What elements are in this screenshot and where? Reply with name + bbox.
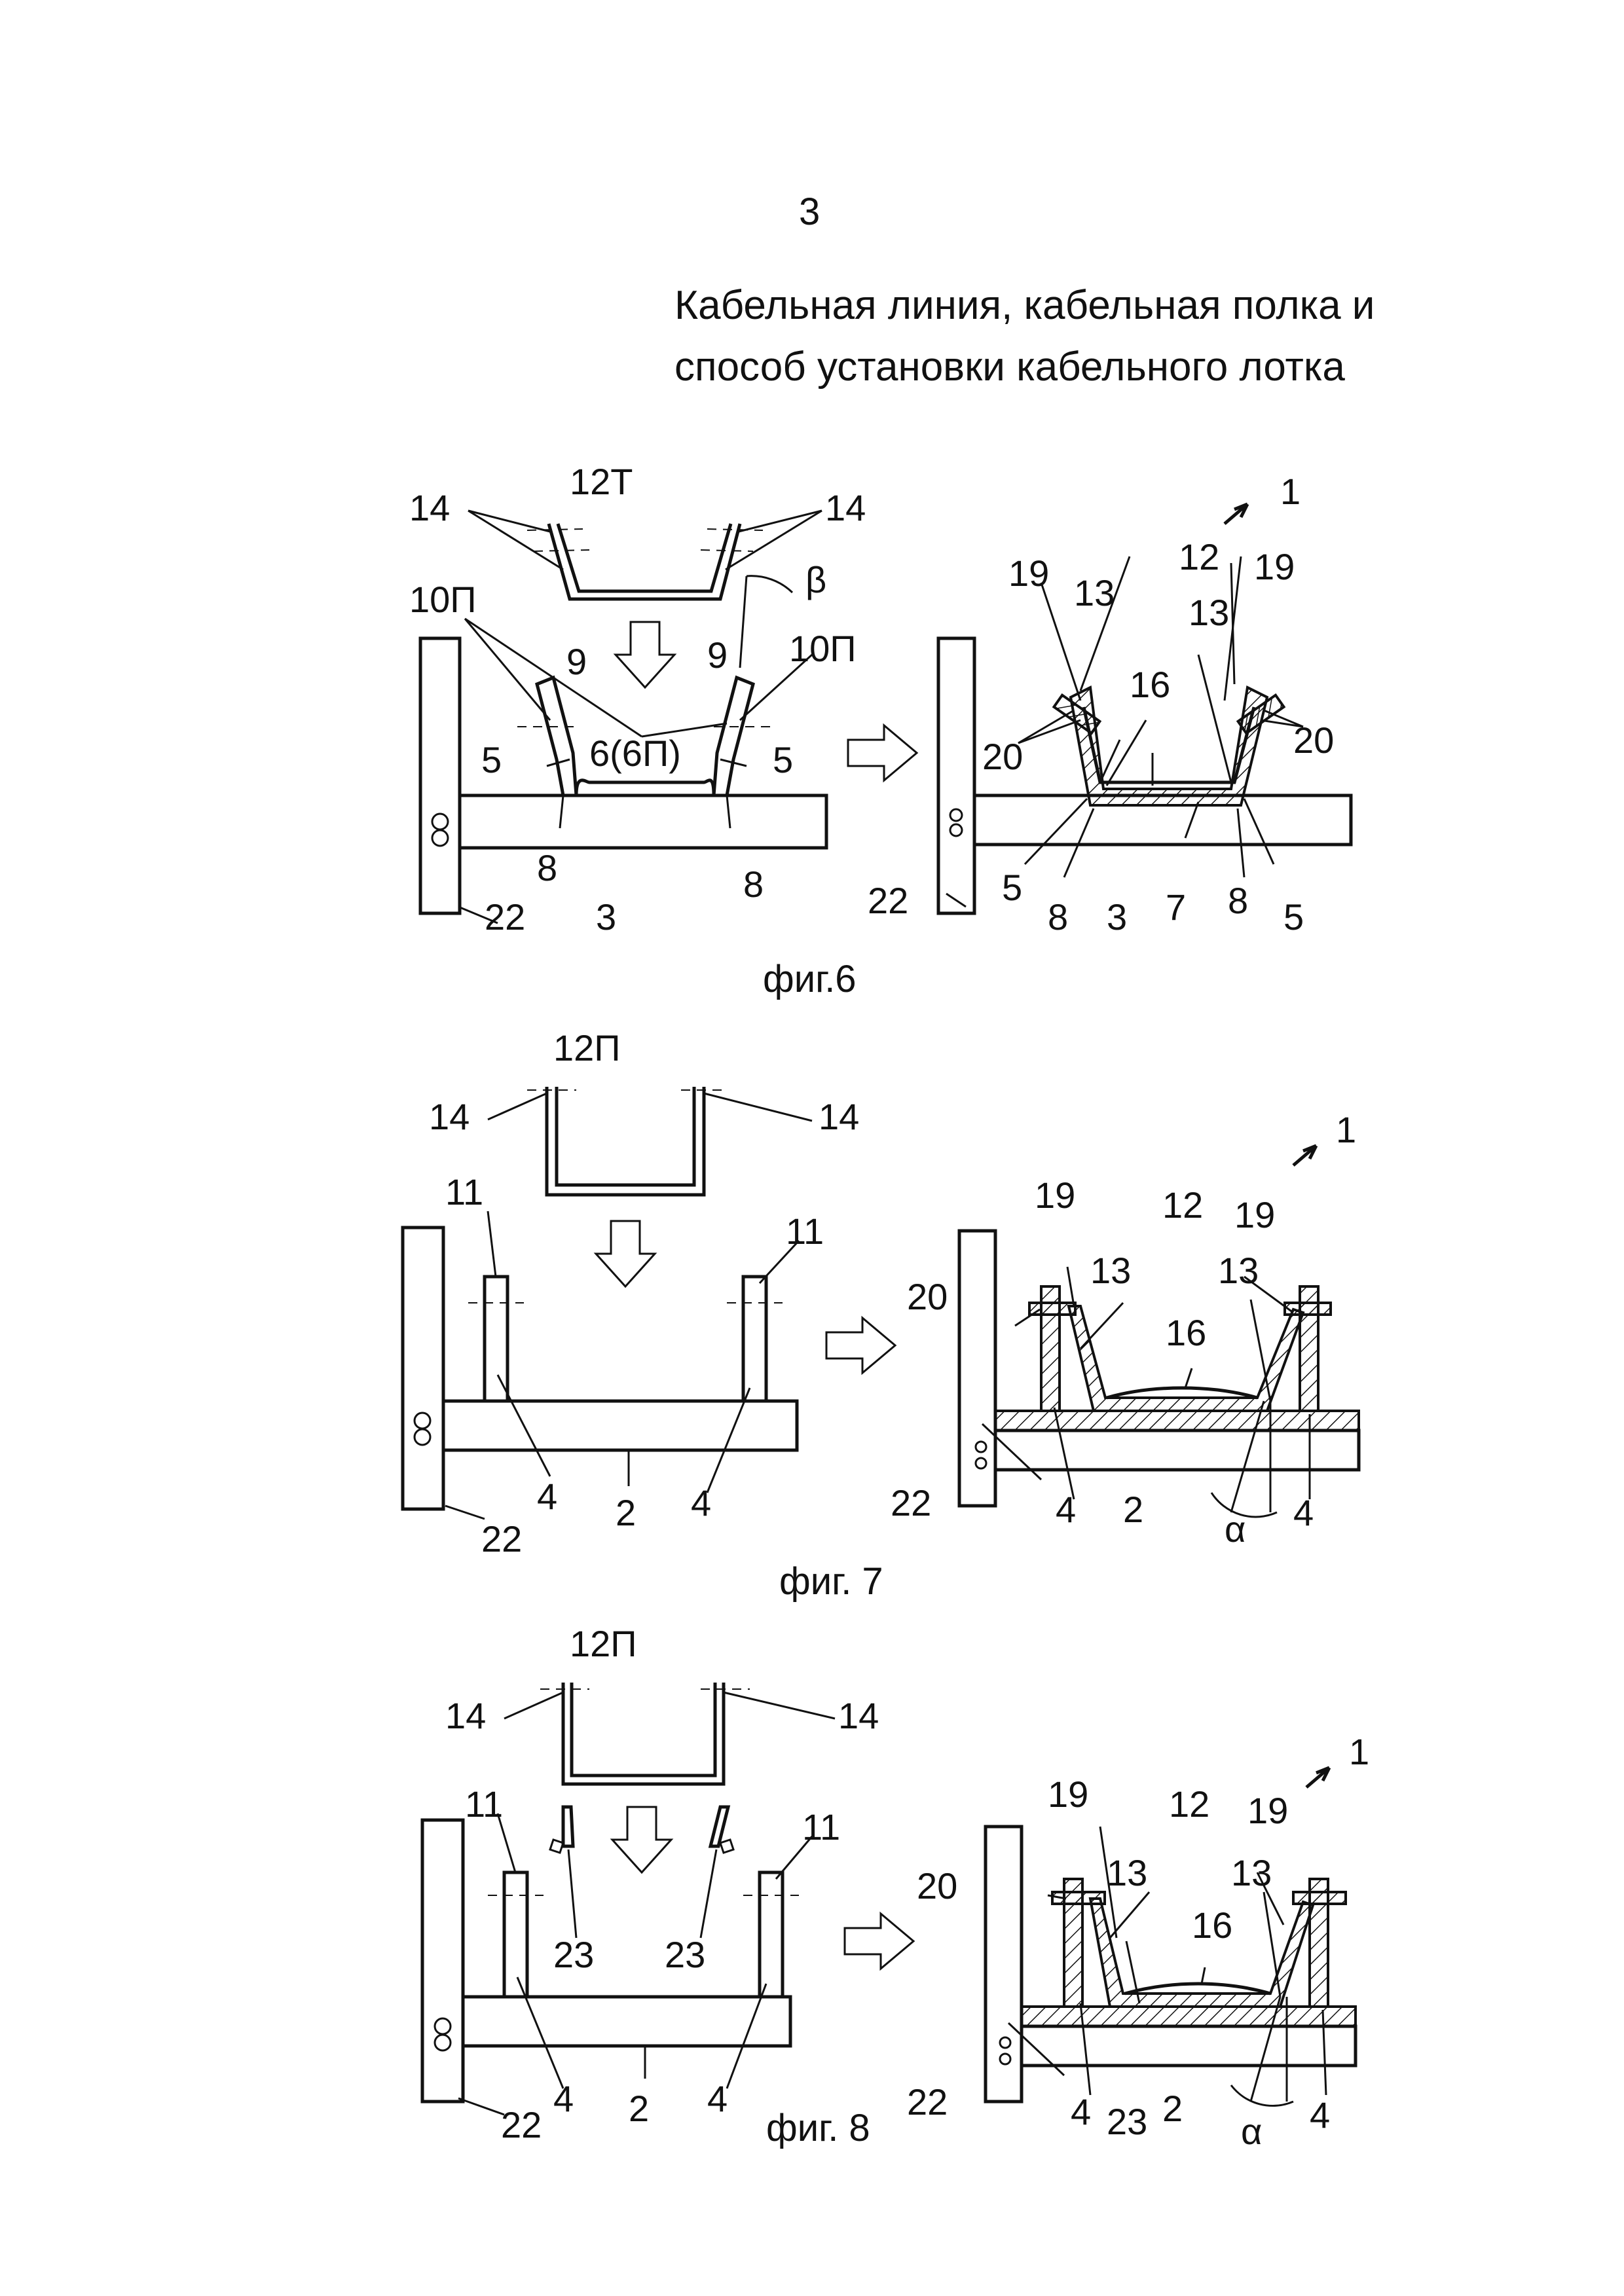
label-5-right-a: 5 [1002, 867, 1022, 908]
label-22: 22 [501, 2104, 542, 2145]
label-16: 16 [1130, 664, 1170, 705]
label-alpha: α [1241, 2111, 1262, 2152]
label-19-left: 19 [1035, 1175, 1075, 1216]
label-3: 3 [596, 896, 616, 938]
label-4-left: 4 [537, 1476, 557, 1517]
label-8-left: 8 [537, 847, 557, 888]
bracket-5-right [714, 678, 753, 795]
label-8-right-b: 8 [1228, 880, 1248, 921]
label-12: 12 [1179, 536, 1219, 577]
label-11-left: 11 [465, 1783, 503, 1825]
fig7-right-assembly [959, 1146, 1359, 1517]
label-beta: β [805, 559, 826, 600]
label-22-right: 22 [891, 1482, 931, 1523]
label-2: 2 [616, 1492, 636, 1533]
bracket-5-left [537, 678, 576, 795]
caption-fig7: фиг. 7 [779, 1560, 883, 1603]
label-alpha: α [1225, 1508, 1246, 1550]
wall-22 [420, 638, 460, 913]
caption-fig6: фиг.6 [763, 958, 857, 1000]
label-13-right: 13 [1189, 592, 1229, 633]
label-3-right: 3 [1107, 896, 1127, 938]
label-14-right: 14 [819, 1096, 859, 1137]
label-8-right: 8 [743, 864, 764, 905]
label-12p: 12П [553, 1027, 621, 1068]
label-1: 1 [1349, 1731, 1369, 1772]
label-4-right: 4 [707, 2078, 728, 2119]
label-10p-left: 10П [409, 579, 477, 620]
fig6-left-assembly [420, 511, 826, 923]
label-5-left: 5 [481, 739, 502, 780]
label-20: 20 [917, 1865, 957, 1906]
label-2: 2 [629, 2088, 649, 2129]
label-10p-right: 10П [789, 628, 857, 669]
label-14-right: 14 [838, 1695, 879, 1736]
label-23: 23 [1107, 2101, 1147, 2142]
label-4-right: 4 [691, 1482, 711, 1523]
label-19-right: 19 [1254, 546, 1295, 587]
label-20: 20 [907, 1276, 948, 1317]
label-16: 16 [1192, 1904, 1232, 1946]
label-22-right: 22 [868, 880, 908, 921]
label-14-right: 14 [825, 487, 866, 528]
label-6-6p: 6(6П) [589, 733, 681, 774]
figure-8: 12П 14 14 11 11 23 23 4 4 2 22 [422, 1623, 1369, 2152]
label-14-left: 14 [445, 1695, 486, 1736]
label-19-right: 19 [1247, 1790, 1288, 1831]
label-20-left: 20 [982, 736, 1023, 777]
caption-fig8: фиг. 8 [766, 2107, 870, 2149]
label-9-left: 9 [566, 641, 587, 682]
label-5-right-b: 5 [1283, 896, 1304, 938]
label-1: 1 [1336, 1109, 1356, 1150]
label-2-right: 2 [1162, 2088, 1183, 2129]
label-14-left: 14 [409, 487, 450, 528]
label-23-left: 23 [553, 1934, 594, 1975]
label-13-left: 13 [1107, 1852, 1147, 1893]
label-11-left: 11 [445, 1171, 483, 1212]
label-22: 22 [481, 1518, 522, 1559]
label-20-right: 20 [1293, 720, 1334, 761]
label-4-right-a: 4 [1071, 2091, 1091, 2132]
label-16: 16 [1166, 1312, 1206, 1353]
label-4-right-b: 4 [1293, 1492, 1314, 1533]
label-22-right: 22 [907, 2081, 948, 2123]
fig7-left-assembly [403, 1087, 812, 1519]
figure-7: 12П 14 14 11 11 4 4 2 22 [403, 1027, 1359, 1603]
label-12: 12 [1162, 1184, 1203, 1226]
label-23-right: 23 [665, 1934, 705, 1975]
label-22: 22 [485, 896, 525, 938]
label-19-left: 19 [1008, 553, 1049, 594]
label-7: 7 [1166, 886, 1186, 928]
label-19-left: 19 [1048, 1774, 1088, 1815]
label-13-right: 13 [1218, 1250, 1259, 1291]
label-12p: 12П [570, 1623, 637, 1664]
label-13-left: 13 [1090, 1250, 1131, 1291]
label-4-left: 4 [553, 2078, 574, 2119]
shelf-3 [460, 795, 826, 848]
label-9-right: 9 [707, 634, 728, 676]
label-19-right: 19 [1234, 1194, 1275, 1235]
wall-22-right [938, 638, 974, 913]
fig8-left-assembly [422, 1683, 835, 2115]
label-12t: 12Т [570, 461, 633, 502]
label-13-right: 13 [1231, 1852, 1272, 1893]
label-4-right-a: 4 [1056, 1489, 1076, 1530]
label-8-right-a: 8 [1048, 896, 1068, 938]
label-14-left: 14 [429, 1096, 470, 1137]
label-4-right-b: 4 [1310, 2094, 1330, 2136]
label-11-right: 11 [802, 1806, 840, 1848]
label-2-right: 2 [1123, 1489, 1143, 1530]
label-11-right: 11 [786, 1211, 824, 1252]
label-1: 1 [1280, 471, 1301, 512]
label-12: 12 [1169, 1783, 1209, 1825]
label-13-left: 13 [1074, 572, 1115, 613]
figure-6: 12Т 14 14 10П 10П β 9 9 6(6П) 5 5 8 8 22… [409, 461, 1351, 1000]
label-5-right: 5 [773, 739, 793, 780]
tray-12t-shape [549, 524, 740, 599]
